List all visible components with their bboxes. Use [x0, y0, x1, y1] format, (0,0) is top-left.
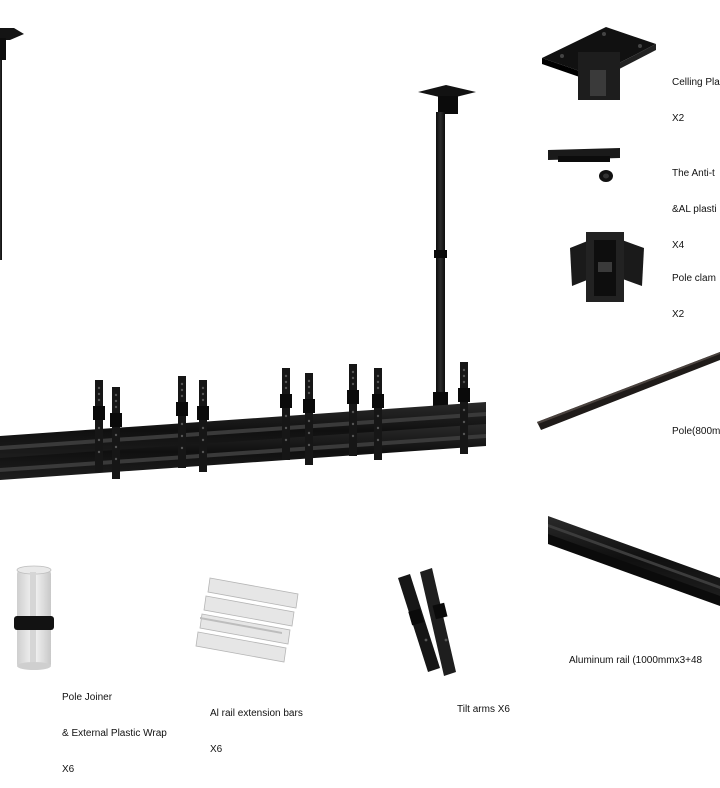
rail-extension-bar-icon [195, 577, 299, 663]
pole-name: Pole(800m [672, 426, 720, 437]
pole-icon [537, 352, 720, 430]
product-scene [0, 27, 720, 676]
anti-tilt-name-line2: &AL plasti [672, 204, 717, 215]
rail-extension-qty: X6 [210, 744, 223, 755]
tilt-arm-icon [398, 568, 456, 676]
pole-joiner-label: Pole Joiner & External Plastic Wrap X6 [62, 668, 167, 788]
aluminum-rail-icon [548, 516, 720, 606]
anti-tilt-label: The Anti-t &AL plasti X4 [672, 144, 717, 264]
rail-extension-name: Al rail extension bars [210, 708, 303, 719]
pole-label: Pole(800m [672, 402, 720, 450]
anti-tilt-qty: X4 [672, 240, 685, 251]
left-pole-icon [0, 60, 2, 260]
pole-clamp-name: Pole clam [672, 273, 716, 284]
tilt-arms-name: Tilt arms X6 [457, 704, 510, 715]
right-ceiling-plate-icon [418, 85, 476, 114]
aluminum-rail-label: Aluminum rail (1000mmx3+48 [569, 631, 702, 679]
pole-joiner-icon [14, 565, 54, 670]
pole-joiner-name-line1: Pole Joiner [62, 692, 113, 703]
pole-clamp-qty: X2 [672, 309, 685, 320]
rail-assembly-icon [0, 402, 486, 480]
anti-tilt-bracket-icon [548, 148, 620, 182]
pole-joiner-qty: X6 [62, 764, 75, 775]
ceiling-plate-name: Celling Pla [672, 77, 720, 88]
ceiling-mount-assembly-icon [0, 28, 486, 480]
tilt-arms-label: Tilt arms X6 [457, 680, 510, 728]
pole-joiner-name-line2: & External Plastic Wrap [62, 728, 167, 739]
anti-tilt-name-line1: The Anti-t [672, 168, 715, 179]
aluminum-rail-name: Aluminum rail (1000mmx3+48 [569, 655, 703, 666]
rail-extension-label: Al rail extension bars X6 [210, 684, 303, 768]
ceiling-plate-icon [542, 27, 656, 100]
ceiling-plate-qty: X2 [672, 113, 685, 124]
ceiling-plate-label: Celling Pla X2 [672, 53, 720, 137]
left-ceiling-plate-icon [0, 28, 24, 60]
pole-clamp-icon [570, 232, 644, 302]
pole-clamp-label: Pole clam X2 [672, 249, 716, 333]
